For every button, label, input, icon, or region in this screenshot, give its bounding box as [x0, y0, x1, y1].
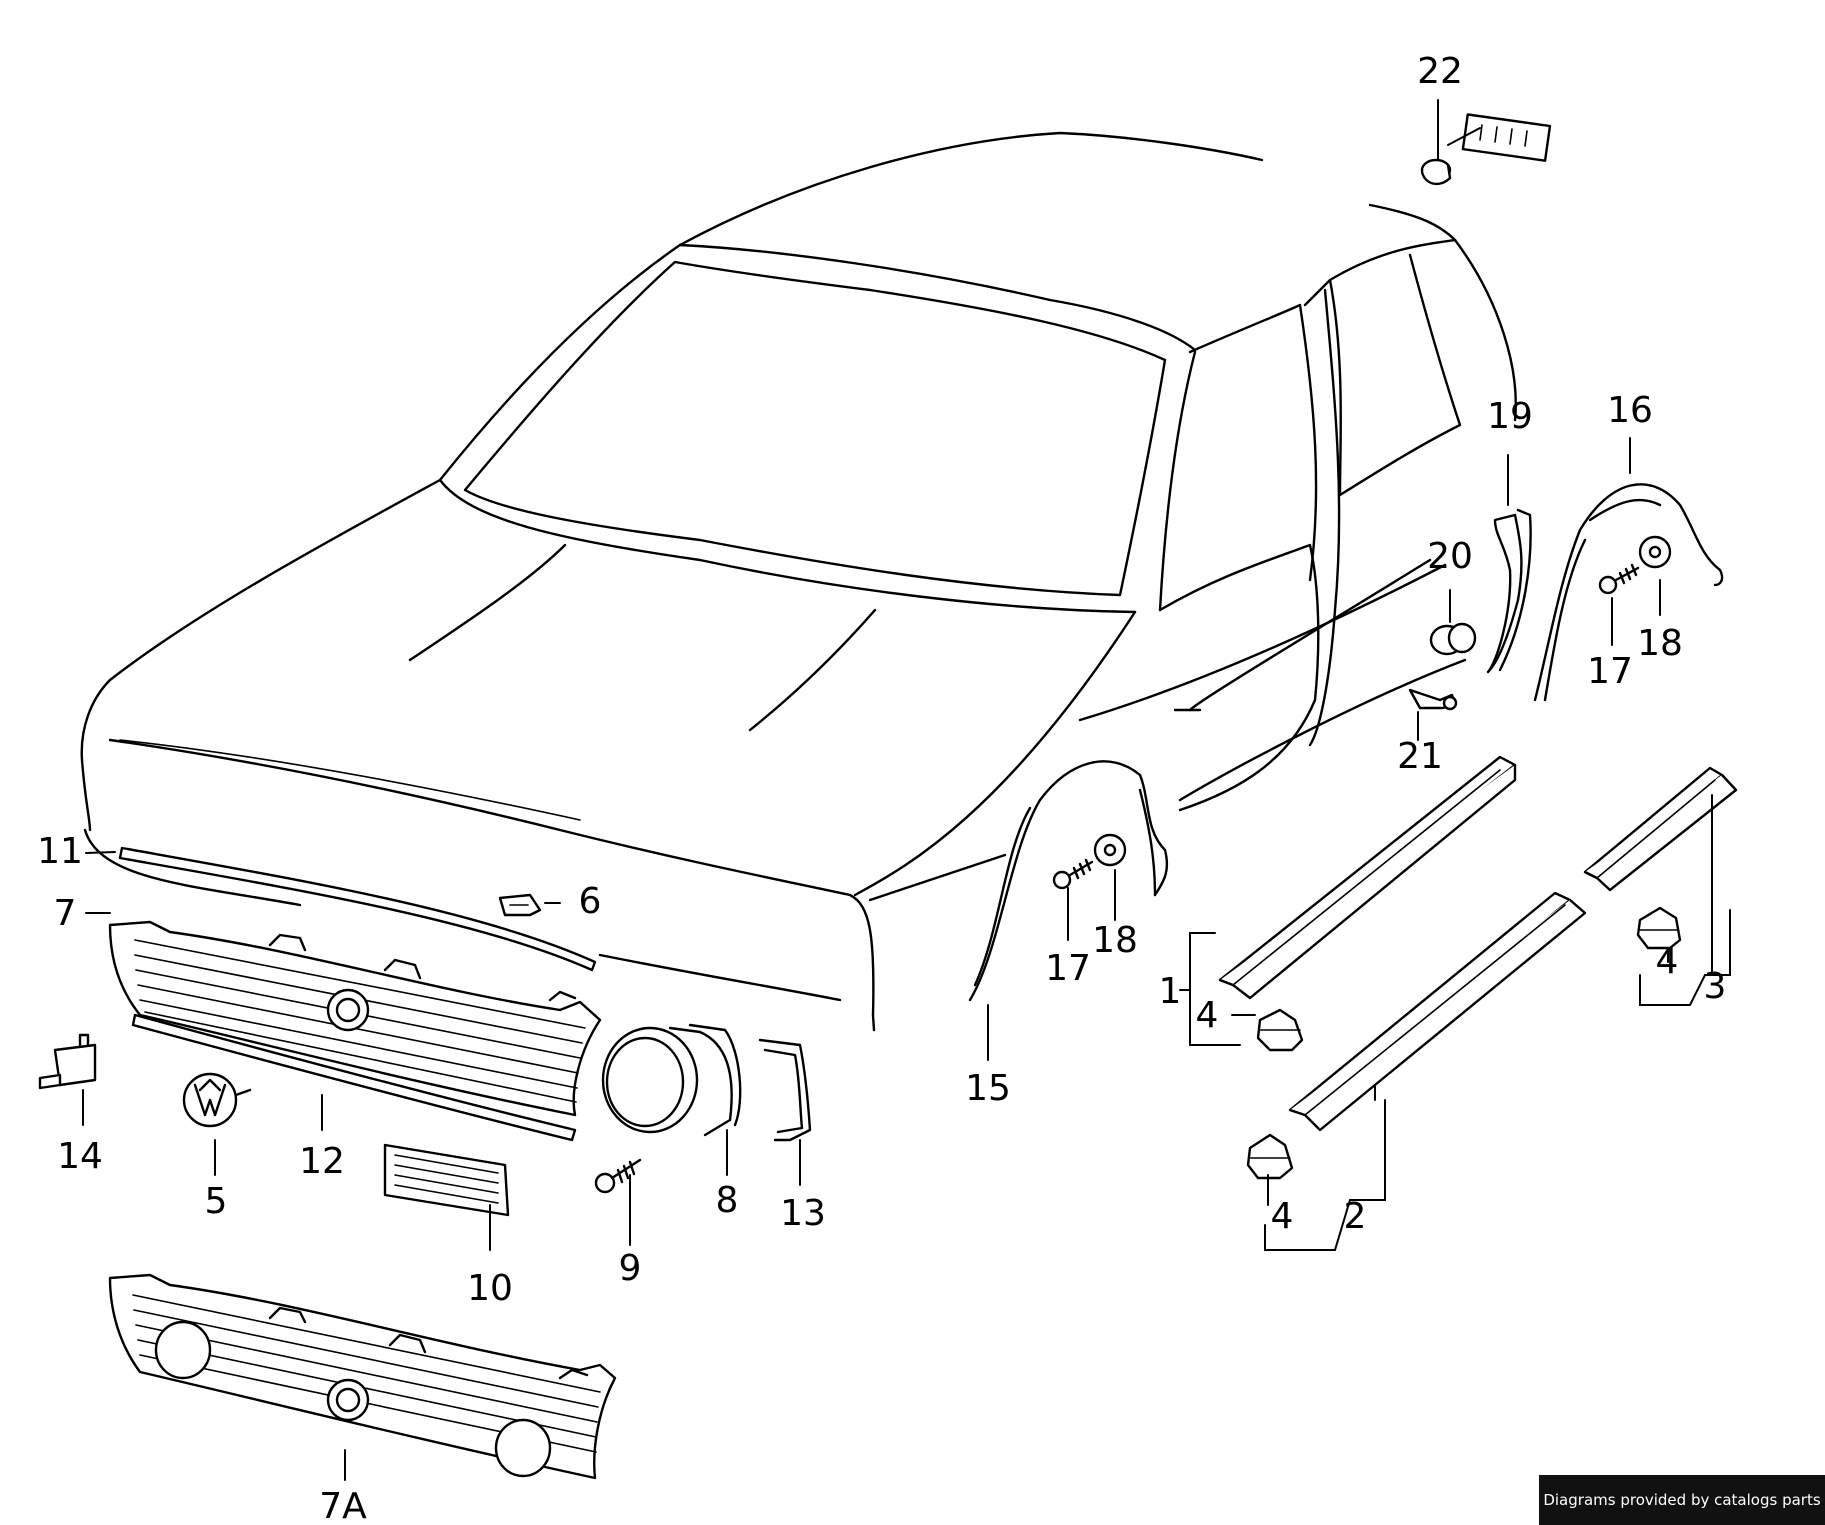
callout-18-rear: 18: [1637, 623, 1683, 664]
callout-7a: 7A: [319, 1486, 367, 1525]
screw-washer-rear: [1598, 535, 1672, 595]
part-21-clip: [1408, 688, 1458, 711]
wheel-arch-front: [968, 760, 1169, 1002]
callout-5: 5: [205, 1181, 228, 1222]
callout-18-front: 18: [1092, 920, 1138, 961]
sill-strip-1: [1218, 755, 1517, 1000]
callout-17-rear: 17: [1587, 651, 1633, 692]
callout-7: 7: [54, 893, 77, 934]
part-9-screw: [594, 1158, 642, 1194]
callout-3: 3: [1704, 966, 1727, 1007]
callout-4-sill2: 4: [1271, 1196, 1294, 1237]
callout-1: 1: [1159, 971, 1182, 1012]
part-7-grille: [108, 920, 602, 1117]
callout-22: 22: [1417, 51, 1463, 92]
part-6-badge: [498, 893, 542, 917]
part-10-vent: [383, 1143, 510, 1217]
clip-4-c: [1636, 906, 1682, 950]
callout-21: 21: [1397, 736, 1443, 777]
part-14-stud: [38, 1033, 97, 1090]
callout-2: 2: [1344, 1196, 1367, 1237]
part-11-strip: [118, 846, 597, 972]
part-20-bush: [1429, 622, 1477, 656]
callout-17-front: 17: [1045, 948, 1091, 989]
callout-13: 13: [780, 1193, 826, 1234]
part-22-plug: [1420, 113, 1552, 186]
wheel-arch-rear: [1533, 483, 1724, 702]
callout-8: 8: [716, 1180, 739, 1221]
part-5-emblem: [182, 1072, 252, 1128]
callout-19: 19: [1487, 396, 1533, 437]
clip-4-a: [1256, 1008, 1304, 1052]
part-19-trim: [1486, 508, 1532, 674]
callout-4-sill1: 4: [1196, 995, 1219, 1036]
callout-20: 20: [1427, 536, 1473, 577]
clip-4-b: [1246, 1133, 1294, 1180]
screw-washer-front: [1052, 833, 1127, 890]
callout-14: 14: [57, 1136, 103, 1177]
part-12-strip: [131, 1013, 577, 1142]
part-8-headlight: [601, 1023, 742, 1137]
callout-16: 16: [1607, 390, 1653, 431]
sill-strip-3: [1583, 766, 1738, 892]
sill-strip-2: [1288, 891, 1587, 1132]
callout-12: 12: [299, 1141, 345, 1182]
callout-11: 11: [37, 831, 83, 872]
callout-10: 10: [467, 1268, 513, 1309]
callout-9: 9: [619, 1248, 642, 1289]
callout-labels: 11 7 6 14 5 12 8 13 9 10 7A 15 17 18 1 4…: [37, 51, 1726, 1525]
car-body: [80, 131, 1517, 1032]
callout-6: 6: [579, 881, 602, 922]
part-7a-grille: [108, 1273, 617, 1480]
part-13-bracket: [758, 1038, 812, 1142]
callout-4-sill3: 4: [1656, 941, 1679, 982]
callout-15: 15: [965, 1068, 1011, 1109]
footer-credit: Diagrams provided by catalogs parts: [1539, 1475, 1825, 1525]
leader-lines: [82, 99, 1731, 1481]
